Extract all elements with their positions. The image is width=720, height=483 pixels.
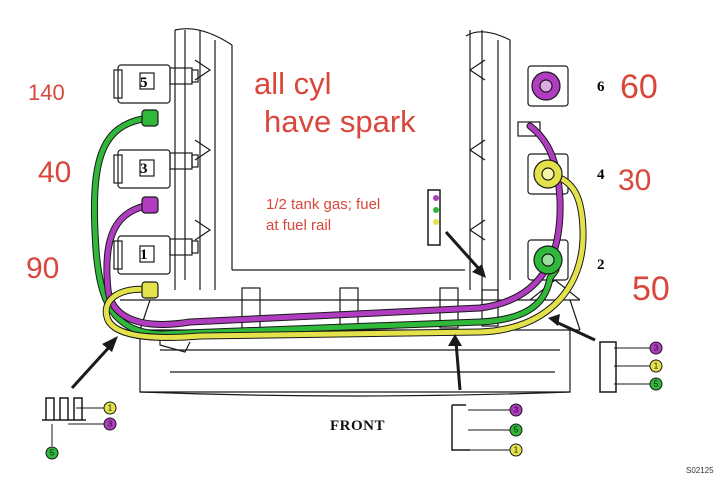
cylinder-label-5: 5 xyxy=(140,75,148,91)
callout-right-2: 1 xyxy=(654,362,659,371)
callout-bottom-3: 1 xyxy=(514,446,519,455)
compression-reading-cyl2: 50 xyxy=(632,270,670,308)
callout-left-1: 1 xyxy=(108,404,113,413)
annotation-title-line1: all cyl xyxy=(254,66,332,101)
callout-right-3: 5 xyxy=(654,380,659,389)
callout-bottom-1: 3 xyxy=(514,406,519,415)
clip-icon xyxy=(427,189,441,246)
cylinder-label-3: 3 xyxy=(140,161,148,177)
annotation-note-line1: 1/2 tank gas; fuel xyxy=(266,196,381,213)
front-label: FRONT xyxy=(330,418,385,434)
annotation-note-line2: at fuel rail xyxy=(266,217,332,234)
compression-reading-cyl3: 40 xyxy=(38,156,72,189)
cylinder-label-1: 1 xyxy=(140,247,148,263)
annotation-title-line2: have spark xyxy=(264,104,416,139)
compression-reading-cyl1: 90 xyxy=(26,252,60,285)
cylinder-label-4: 4 xyxy=(597,167,605,183)
compression-reading-cyl5: 140 xyxy=(28,80,65,105)
callout-left-2: 3 xyxy=(108,420,113,429)
compression-reading-cyl4: 30 xyxy=(618,164,652,197)
figure-code: S02125 xyxy=(686,466,714,475)
cylinder-label-2: 2 xyxy=(597,257,605,273)
cylinder-label-6: 6 xyxy=(597,79,605,95)
callout-bottom-2: 5 xyxy=(514,426,519,435)
callout-left-3: 5 xyxy=(50,449,55,458)
callout-right-1: 3 xyxy=(654,344,659,353)
compression-reading-cyl6: 60 xyxy=(620,68,658,106)
